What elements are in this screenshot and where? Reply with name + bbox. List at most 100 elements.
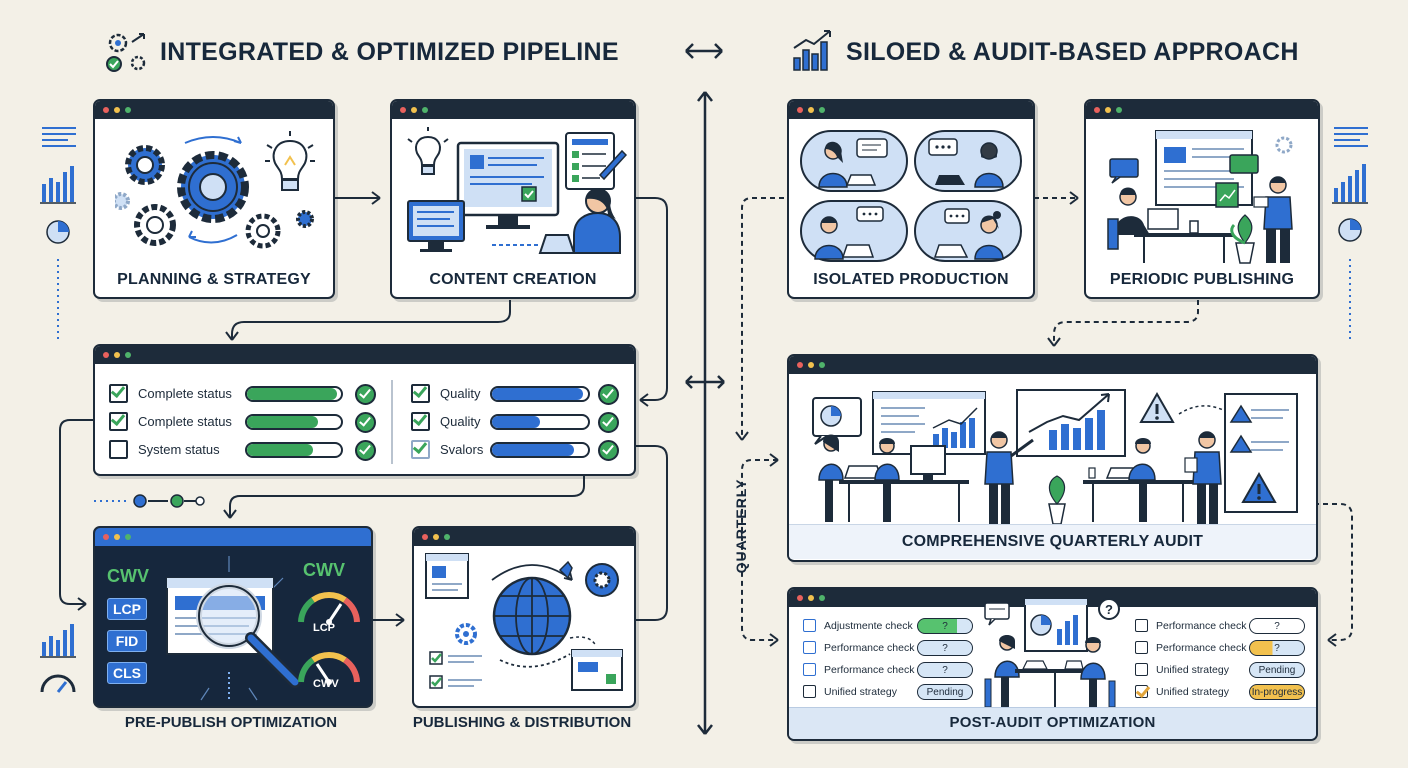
quality-row-1: Quality xyxy=(411,384,480,403)
cls-metric: CLS xyxy=(107,662,147,684)
checkbox-4[interactable] xyxy=(411,384,430,403)
middle-double-arrow-icon xyxy=(685,375,725,389)
person-icon xyxy=(818,138,888,188)
lcp-metric: LCP xyxy=(107,598,147,620)
status-pill: Pending xyxy=(1249,662,1305,678)
post-audit-row: Unified strategy xyxy=(1135,685,1229,698)
left-side-gauge-icon xyxy=(40,624,76,693)
right-heading: SILOED & AUDIT-BASED APPROACH xyxy=(846,38,1299,66)
post-audit-row-label: Unified strategy xyxy=(824,685,897,698)
checkbox[interactable] xyxy=(1135,685,1148,698)
publishing-panel xyxy=(412,526,636,708)
post-audit-row-label: Performance check xyxy=(824,663,915,676)
check-circle-icon xyxy=(355,384,376,405)
bar-chart-growth-icon xyxy=(793,30,831,71)
checkbox[interactable] xyxy=(803,685,816,698)
post-audit-row: Adjustmente check xyxy=(803,619,913,632)
prepublish-panel: CWV LCP FID CLS CWV LCP CWV xyxy=(93,526,373,708)
quality-row-label: Svalors xyxy=(440,442,484,457)
checkbox[interactable] xyxy=(1135,641,1148,654)
person-icon xyxy=(814,206,884,260)
post-audit-row-label: Performance check xyxy=(1156,619,1247,632)
person-icon xyxy=(933,208,1004,260)
gauge2-label: CWV xyxy=(313,678,339,690)
audit-panel: COMPREHENSIVE QUARTERLY AUDIT xyxy=(787,354,1318,562)
status-row-2: Complete status xyxy=(109,412,232,431)
checklist-icon xyxy=(565,132,627,190)
check-circle-icon xyxy=(598,440,619,461)
post-audit-row-label: Performance check xyxy=(824,641,915,654)
content-label: CONTENT CREATION xyxy=(429,271,597,288)
lightbulb-icon xyxy=(265,131,315,191)
status-pill: ? xyxy=(917,640,973,656)
progress-bar-2 xyxy=(245,414,343,430)
post-audit-row-label: Adjustmente check xyxy=(824,619,913,632)
periodic-panel: PERIODIC PUBLISHING xyxy=(1084,99,1320,299)
globe-icon xyxy=(492,576,572,656)
audit-illustration xyxy=(812,389,1298,525)
cwv-left-title: CWV xyxy=(107,566,149,586)
isolated-panel: ISOLATED PRODUCTION xyxy=(787,99,1035,299)
cwv-right-title: CWV xyxy=(303,560,345,580)
person-desk-icon xyxy=(1107,187,1234,263)
column-divider xyxy=(391,380,393,464)
lightbulb-icon xyxy=(407,127,449,175)
post-audit-row: Unified strategy xyxy=(1135,663,1229,676)
checkbox-5[interactable] xyxy=(411,412,430,431)
gear-icon xyxy=(1275,136,1293,154)
quality-row-label: Quality xyxy=(440,386,481,401)
check-circle-icon xyxy=(598,384,619,405)
checkbox[interactable] xyxy=(1135,619,1148,632)
plant-icon xyxy=(1230,214,1255,264)
fid-metric: FID xyxy=(107,630,147,652)
progress-bar-5 xyxy=(490,414,590,430)
status-row-label: System status xyxy=(138,442,220,457)
status-row-1: Complete status xyxy=(109,384,232,403)
status-pill: Pending xyxy=(917,684,973,700)
post-audit-row-label: Performance check xyxy=(1156,641,1247,654)
window-icon xyxy=(571,649,623,691)
checkbox[interactable] xyxy=(803,641,816,654)
check-circle-icon xyxy=(598,412,619,433)
plant-icon xyxy=(1048,475,1066,525)
checkbox[interactable] xyxy=(803,619,816,632)
gears-check-icon xyxy=(106,33,146,72)
status-pill: ? xyxy=(917,662,973,678)
checkbox-1[interactable] xyxy=(109,384,128,403)
checkbox-3[interactable] xyxy=(109,440,128,459)
status-row-label: Complete status xyxy=(138,414,232,429)
magnifier-icon xyxy=(166,556,301,701)
periodic-label: PERIODIC PUBLISHING xyxy=(1109,271,1295,288)
gear-icon xyxy=(455,623,477,645)
audit-label: COMPREHENSIVE QUARTERLY AUDIT xyxy=(901,533,1204,550)
gauges-icon xyxy=(298,591,360,685)
checkbox-6[interactable] xyxy=(411,440,430,459)
planning-panel: PLANNING & STRATEGY xyxy=(93,99,335,299)
svg-text:?: ? xyxy=(1105,602,1113,617)
post-audit-panel: Adjustmente check ? Performance check ? … xyxy=(787,587,1318,741)
content-panel: CONTENT CREATION xyxy=(390,99,636,299)
status-panel: Complete status Complete status System s… xyxy=(93,344,636,476)
quality-row-label: Quality xyxy=(440,414,481,429)
publishing-label: PUBLISHING & DISTRIBUTION xyxy=(412,714,632,731)
person-icon xyxy=(928,138,1004,188)
isolated-workers-illustration xyxy=(800,130,1022,262)
checkbox-2[interactable] xyxy=(109,412,128,431)
checkbox[interactable] xyxy=(803,663,816,676)
quarterly-label: QUARTERLY xyxy=(733,478,749,574)
status-pill: In-progress xyxy=(1249,684,1305,700)
right-side-stats-icon xyxy=(1332,127,1368,339)
publishing-illustration xyxy=(425,553,623,691)
quality-row-2: Quality xyxy=(411,412,480,431)
window-icon xyxy=(425,553,469,599)
center-divider xyxy=(685,91,725,735)
gauge1-label: LCP xyxy=(313,622,335,634)
post-audit-row-label: Unified strategy xyxy=(1156,663,1229,676)
progress-bar-1 xyxy=(245,386,343,402)
share-icon xyxy=(558,560,619,597)
post-audit-row: Performance check xyxy=(803,641,914,654)
status-pill: ? xyxy=(917,618,973,634)
checklist-icon xyxy=(429,651,482,689)
checkbox[interactable] xyxy=(1135,663,1148,676)
quality-row-3: Svalors xyxy=(411,440,483,459)
